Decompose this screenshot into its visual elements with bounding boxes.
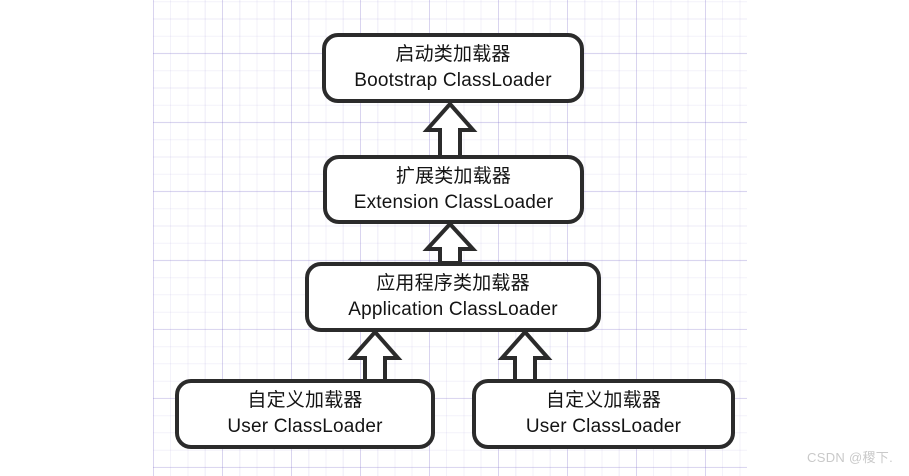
node-label-zh: 启动类加载器 xyxy=(395,44,511,66)
up-arrow-icon xyxy=(422,100,478,159)
node-label-zh: 自定义加载器 xyxy=(545,390,662,412)
csdn-watermark: CSDN @稷下. xyxy=(807,450,893,465)
up-arrow-icon xyxy=(347,328,403,383)
node-user-classloader-right: 自定义加载器 User ClassLoader xyxy=(472,379,735,449)
node-label-zh: 扩展类加载器 xyxy=(395,165,512,187)
node-label-en: Bootstrap ClassLoader xyxy=(354,70,552,91)
node-label-en: Extension ClassLoader xyxy=(353,191,554,213)
node-user-classloader-left: 自定义加载器 User ClassLoader xyxy=(175,379,435,449)
node-label-en: User ClassLoader xyxy=(525,416,682,437)
node-label-zh: 应用程序类加载器 xyxy=(376,273,530,295)
up-arrow-icon xyxy=(497,328,553,383)
node-label-en: Application ClassLoader xyxy=(348,299,558,320)
node-extension-classloader: 扩展类加载器 Extension ClassLoader xyxy=(323,155,584,224)
node-label-en: User ClassLoader xyxy=(227,416,383,437)
up-arrow-icon xyxy=(422,221,478,265)
node-label-zh: 自定义加载器 xyxy=(247,390,363,412)
node-bootstrap-classloader: 启动类加载器 Bootstrap ClassLoader xyxy=(322,33,584,103)
node-application-classloader: 应用程序类加载器 Application ClassLoader xyxy=(305,262,601,332)
